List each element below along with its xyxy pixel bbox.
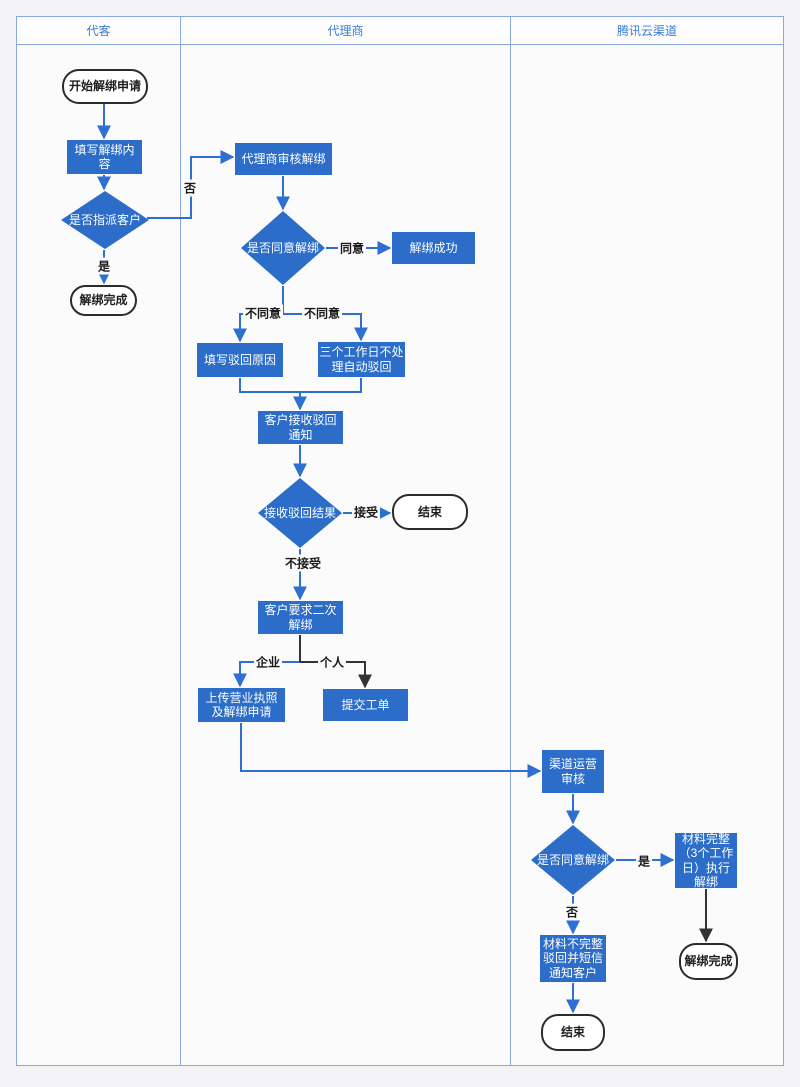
lane-customer-proxy: 代客 xyxy=(17,17,181,1065)
edge-label-disagree-right: 不同意 xyxy=(301,304,343,322)
edge-label-no-channel: 否 xyxy=(563,903,581,921)
node-unbind-success: 解绑成功 xyxy=(392,232,475,264)
lane-title: 代客 xyxy=(17,17,180,45)
edge-label-yes-channel: 是 xyxy=(635,852,653,870)
node-end-1: 结束 xyxy=(392,494,468,530)
node-fill-unbind-content: 填写解绑内 容 xyxy=(67,140,142,174)
node-start-unbind-request: 开始解绑申请 xyxy=(62,69,148,104)
edge-label-agree: 同意 xyxy=(337,239,367,257)
node-material-complete-execute: 材料完整 （3个工作 日）执行 解绑 xyxy=(675,832,737,889)
swimlane-frame: 代客 代理商 腾讯云渠道 xyxy=(16,16,784,1066)
node-channel-ops-review: 渠道运营 审核 xyxy=(542,750,604,793)
edge-label-enterprise: 企业 xyxy=(253,653,283,671)
lane-title: 代理商 xyxy=(181,17,510,45)
node-unbind-complete-2: 解绑完成 xyxy=(679,943,738,980)
lane-agent: 代理商 xyxy=(181,17,511,1065)
edge-label-not-accept: 不接受 xyxy=(282,554,324,572)
edge-label-personal: 个人 xyxy=(317,653,347,671)
edge-label-disagree-left: 不同意 xyxy=(242,304,284,322)
edge-label-accept: 接受 xyxy=(351,503,381,521)
node-unbind-complete-1: 解绑完成 xyxy=(70,285,137,316)
node-second-unbind-request: 客户要求二次 解绑 xyxy=(258,601,343,634)
node-end-2: 结束 xyxy=(541,1014,605,1051)
node-customer-receive-reject-notice: 客户接收驳回 通知 xyxy=(258,411,343,444)
node-auto-reject-3-days: 三个工作日不处 理自动驳回 xyxy=(318,342,405,377)
node-agent-review-unbind: 代理商审核解绑 xyxy=(235,143,332,175)
node-submit-ticket: 提交工单 xyxy=(323,689,408,721)
edge-label-yes-assign: 是 xyxy=(95,257,113,275)
lane-title: 腾讯云渠道 xyxy=(511,17,783,45)
edge-label-no-assign: 否 xyxy=(181,179,199,197)
lane-tencent-cloud-channel: 腾讯云渠道 xyxy=(511,17,783,1065)
node-upload-business-license: 上传营业执照 及解绑申请 xyxy=(198,688,285,722)
node-material-incomplete-notify: 材料不完整 驳回并短信 通知客户 xyxy=(540,935,606,982)
node-fill-reject-reason: 填写驳回原因 xyxy=(197,343,283,377)
